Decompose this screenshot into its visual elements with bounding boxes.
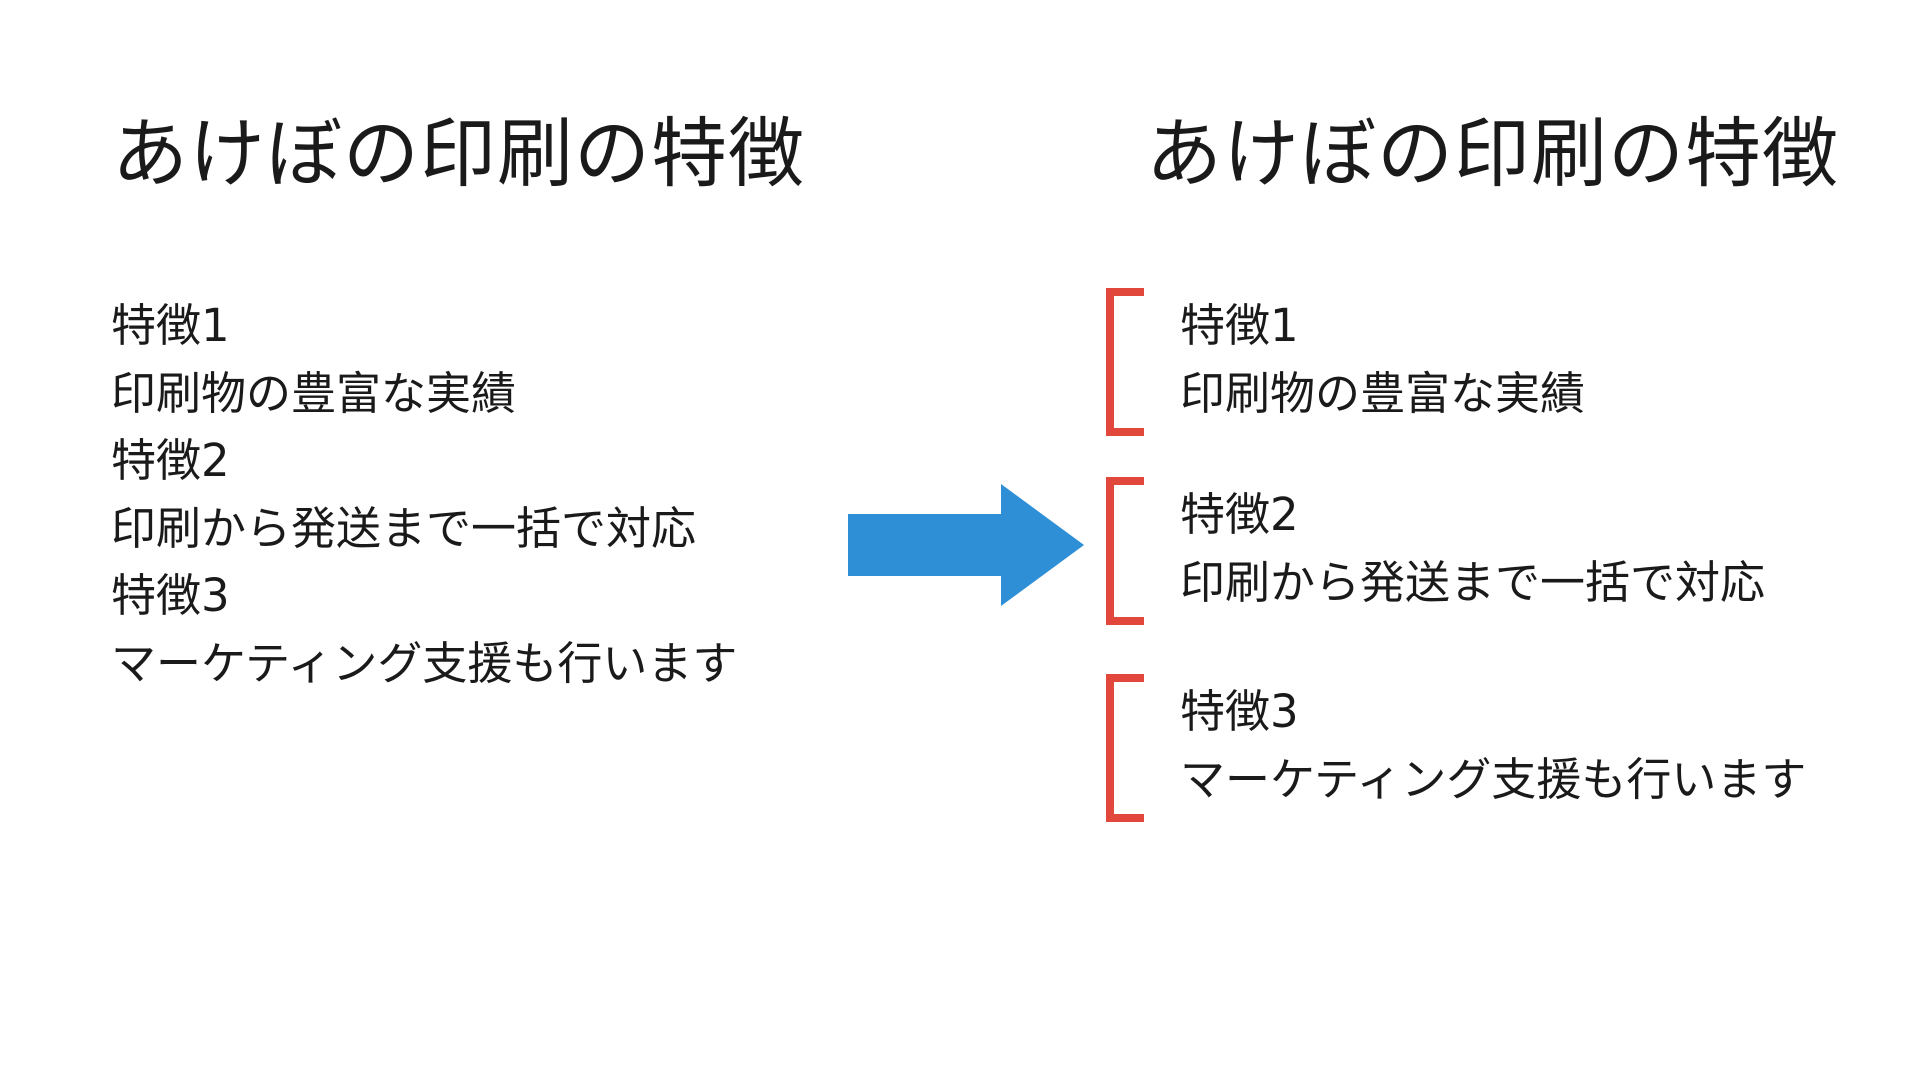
feature-text-3: マーケティング支援も行います xyxy=(1180,752,1807,806)
feature-group-3: 特徴3 マーケティング支援も行います xyxy=(1104,674,1884,822)
left-feature-text-1: 印刷物の豊富な実績 xyxy=(111,366,517,420)
left-bracket-icon xyxy=(1104,674,1144,822)
feature-group-1: 特徴1 印刷物の豊富な実績 xyxy=(1104,288,1884,436)
left-feature-heading-2: 特徴2 xyxy=(111,434,230,487)
feature-text-2: 印刷から発送まで一括で対応 xyxy=(1180,555,1766,609)
feature-group-2: 特徴2 印刷から発送まで一括で対応 xyxy=(1104,477,1884,625)
feature-text-1: 印刷物の豊富な実績 xyxy=(1180,366,1586,420)
left-feature-list: 特徴1 印刷物の豊富な実績 特徴2 印刷から発送まで一括で対応 特徴3 マーケテ… xyxy=(111,292,737,697)
feature-heading-2: 特徴2 xyxy=(1180,488,1299,541)
left-bracket-icon xyxy=(1104,288,1144,436)
right-arrow-icon xyxy=(848,484,1084,606)
left-bracket-icon xyxy=(1104,477,1144,625)
left-feature-heading-3: 特徴3 xyxy=(111,569,230,622)
left-feature-text-3: マーケティング支援も行います xyxy=(111,636,738,690)
right-title: あけぼの印刷の特徴 xyxy=(1146,109,1839,198)
feature-group-1-text: 特徴1 印刷物の豊富な実績 xyxy=(1180,292,1585,427)
feature-group-2-text: 特徴2 印刷から発送まで一括で対応 xyxy=(1180,481,1765,616)
left-feature-text-2: 印刷から発送まで一括で対応 xyxy=(111,501,697,555)
feature-heading-3: 特徴3 xyxy=(1180,685,1299,738)
feature-heading-1: 特徴1 xyxy=(1180,299,1299,352)
left-feature-heading-1: 特徴1 xyxy=(111,299,230,352)
feature-group-3-text: 特徴3 マーケティング支援も行います xyxy=(1180,678,1806,813)
left-title: あけぼの印刷の特徴 xyxy=(112,109,805,198)
